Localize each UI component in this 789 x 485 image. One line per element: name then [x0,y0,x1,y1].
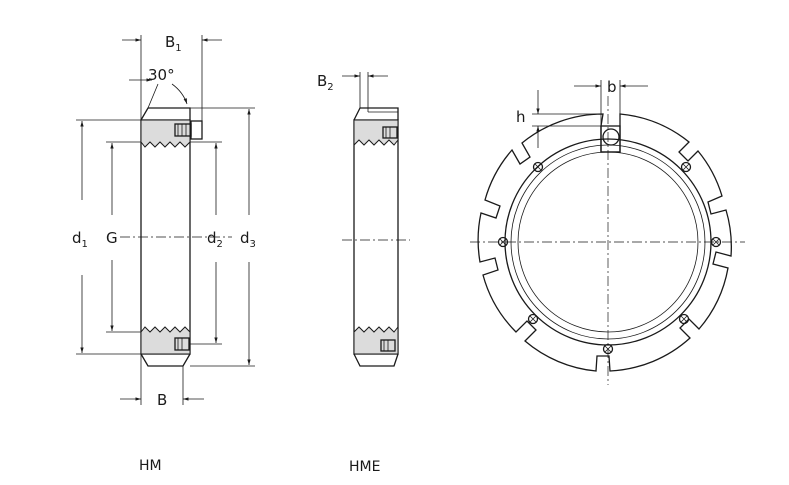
label-d3: d3 [240,229,256,250]
label-b2: B2 [317,72,334,93]
label-angle: 30° [148,66,175,84]
front-view [470,96,745,385]
label-d1: d1 [72,229,88,250]
hme-section-view [342,107,410,367]
front-view-dimensions [532,80,648,148]
caption-hm: HM [139,458,162,474]
hm-section-view [120,107,232,367]
front-view-labels: b h [516,78,617,126]
hm-dimensions [76,35,255,405]
label-g: G [106,229,118,247]
hme-labels: B2 [317,72,334,93]
label-b: B [157,391,167,409]
hme-dimensions [342,72,398,113]
screw-holes [497,161,722,355]
hm-labels: B1 30° d1 G d2 d3 B [72,33,256,409]
label-b1: B1 [165,33,182,54]
caption-hme: HME [349,459,380,475]
label-h: h [516,108,526,126]
label-b-slot: b [607,78,617,96]
label-d2: d2 [207,229,223,250]
